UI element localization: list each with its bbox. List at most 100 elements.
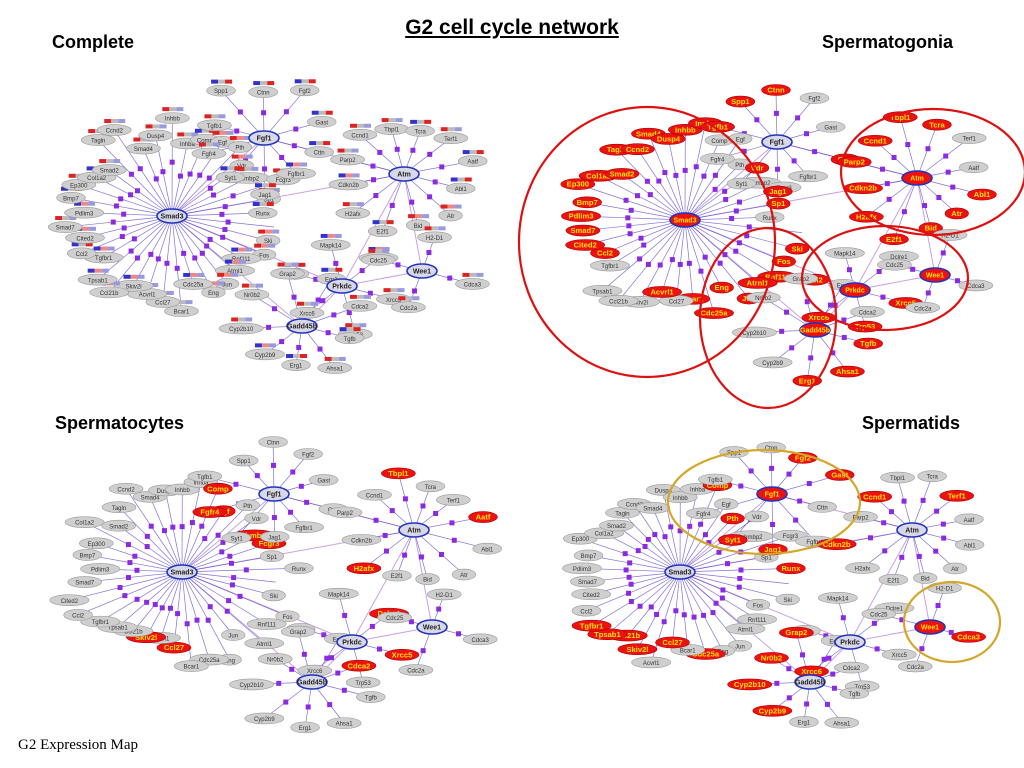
expression-bar	[300, 162, 308, 167]
node-shape	[80, 134, 116, 146]
node-shape	[561, 210, 601, 222]
edge	[662, 489, 681, 573]
edge-marker	[720, 587, 726, 593]
node-label: Ccl27	[662, 638, 682, 647]
edge-marker	[830, 350, 836, 356]
hub-label: Fgf1	[257, 136, 272, 143]
node-label: Ccl21b	[609, 299, 628, 305]
node-shape	[582, 284, 623, 297]
node-shape	[913, 572, 938, 584]
node-shape	[958, 161, 989, 174]
node-label: Ctnn	[765, 446, 778, 452]
edge	[661, 219, 686, 293]
expression-bar	[212, 130, 220, 135]
node-label: H2-D1	[426, 236, 444, 242]
expression-bar	[162, 107, 170, 112]
edge-marker	[169, 159, 175, 165]
node-shape	[289, 306, 325, 319]
edge	[181, 543, 270, 573]
gene-node-bmp7: Bmp7	[72, 549, 103, 561]
edge-marker	[224, 608, 230, 614]
edge-marker	[891, 155, 897, 161]
edge-marker	[220, 234, 226, 240]
node-shape	[290, 721, 320, 734]
node-shape	[451, 568, 477, 581]
gene-node-h2afx: H2afx	[845, 562, 880, 574]
node-shape	[356, 691, 386, 703]
hub-label: Gadd45b	[800, 328, 830, 335]
node-label: Tgfb1	[707, 122, 728, 131]
gene-node-tbpl1: Tbpl1	[880, 471, 915, 484]
edge-marker	[922, 203, 928, 209]
gene-node-erg1: Erg1	[290, 721, 320, 734]
hub-node-fgf1: Fgf1	[756, 486, 788, 502]
expression-bar	[231, 317, 239, 322]
edge-marker	[935, 603, 941, 609]
gene-node-bmp7: Bmp7	[572, 196, 602, 209]
edge-marker	[291, 294, 297, 300]
node-label: H2afx	[354, 564, 375, 573]
hub-label: Atm	[910, 176, 924, 183]
edge-marker	[628, 599, 634, 605]
edge	[637, 149, 686, 221]
edge	[916, 177, 932, 229]
edge	[69, 571, 183, 601]
edge-marker	[943, 153, 949, 159]
node-label: Cdc2a	[400, 306, 418, 312]
edge-marker	[220, 539, 226, 545]
gene-node-tcra: Tcra	[922, 118, 952, 131]
edge	[118, 525, 183, 573]
node-shape	[108, 482, 144, 495]
node-shape	[570, 575, 605, 588]
expression-bar	[298, 262, 306, 267]
edge-marker	[701, 612, 707, 618]
node-label: Ski	[792, 244, 803, 253]
node-shape	[257, 653, 293, 665]
expression-bar	[304, 301, 312, 306]
edge-marker	[329, 655, 335, 661]
hub-shape	[398, 522, 430, 538]
edge-marker	[677, 528, 683, 534]
node-shape	[63, 609, 93, 621]
node-label: Bmp7	[581, 554, 597, 560]
edge-marker	[192, 255, 198, 261]
node-shape	[281, 359, 311, 371]
gene-node-smad4: Smad4	[635, 502, 671, 514]
node-label: Inhba	[193, 481, 209, 487]
expression-bar	[294, 79, 302, 84]
edge	[171, 215, 182, 312]
node-shape	[310, 239, 351, 251]
expression-bar	[328, 267, 336, 272]
node-label: Pdlim3	[573, 567, 592, 573]
node-label: Smad7	[56, 226, 76, 232]
gene-node-tgfbr1: Tgfbr1	[590, 259, 630, 272]
expression-bar	[386, 220, 394, 225]
gene-node-cdc25: Cdc25	[877, 258, 912, 271]
edge-marker	[367, 290, 373, 296]
node-label: Ccnd2	[106, 129, 124, 135]
node-label: Spp1	[214, 89, 229, 95]
gene-node-cyp2b10: Cyp2b10	[218, 317, 264, 335]
node-label: Tgfbr1	[601, 264, 619, 270]
node-label: Jun	[735, 644, 745, 650]
edge	[171, 177, 248, 217]
node-label: Xrcc6	[801, 667, 822, 676]
edge-marker	[940, 250, 946, 256]
edge	[162, 215, 173, 303]
gene-node-tpsab1: Tpsab1	[77, 268, 118, 286]
edge-marker	[945, 169, 951, 175]
node-shape	[776, 562, 806, 575]
expression-bar	[464, 177, 472, 182]
node-shape	[258, 436, 288, 448]
gene-node-abl1: Abl1	[446, 177, 476, 195]
hub-node-smad3: Smad3	[166, 564, 198, 580]
expression-bar	[268, 343, 276, 348]
gene-node-cdca2: Cdca2	[834, 661, 869, 674]
hub-node-wee1: Wee1	[406, 263, 438, 279]
edge-marker	[744, 233, 750, 239]
gene-node-tgfb: Tgfb	[334, 327, 365, 344]
edge	[679, 571, 758, 620]
gene-node-fgfr4: Fgfr4	[700, 152, 735, 165]
edge-marker	[331, 312, 337, 318]
edge-marker	[389, 202, 395, 208]
